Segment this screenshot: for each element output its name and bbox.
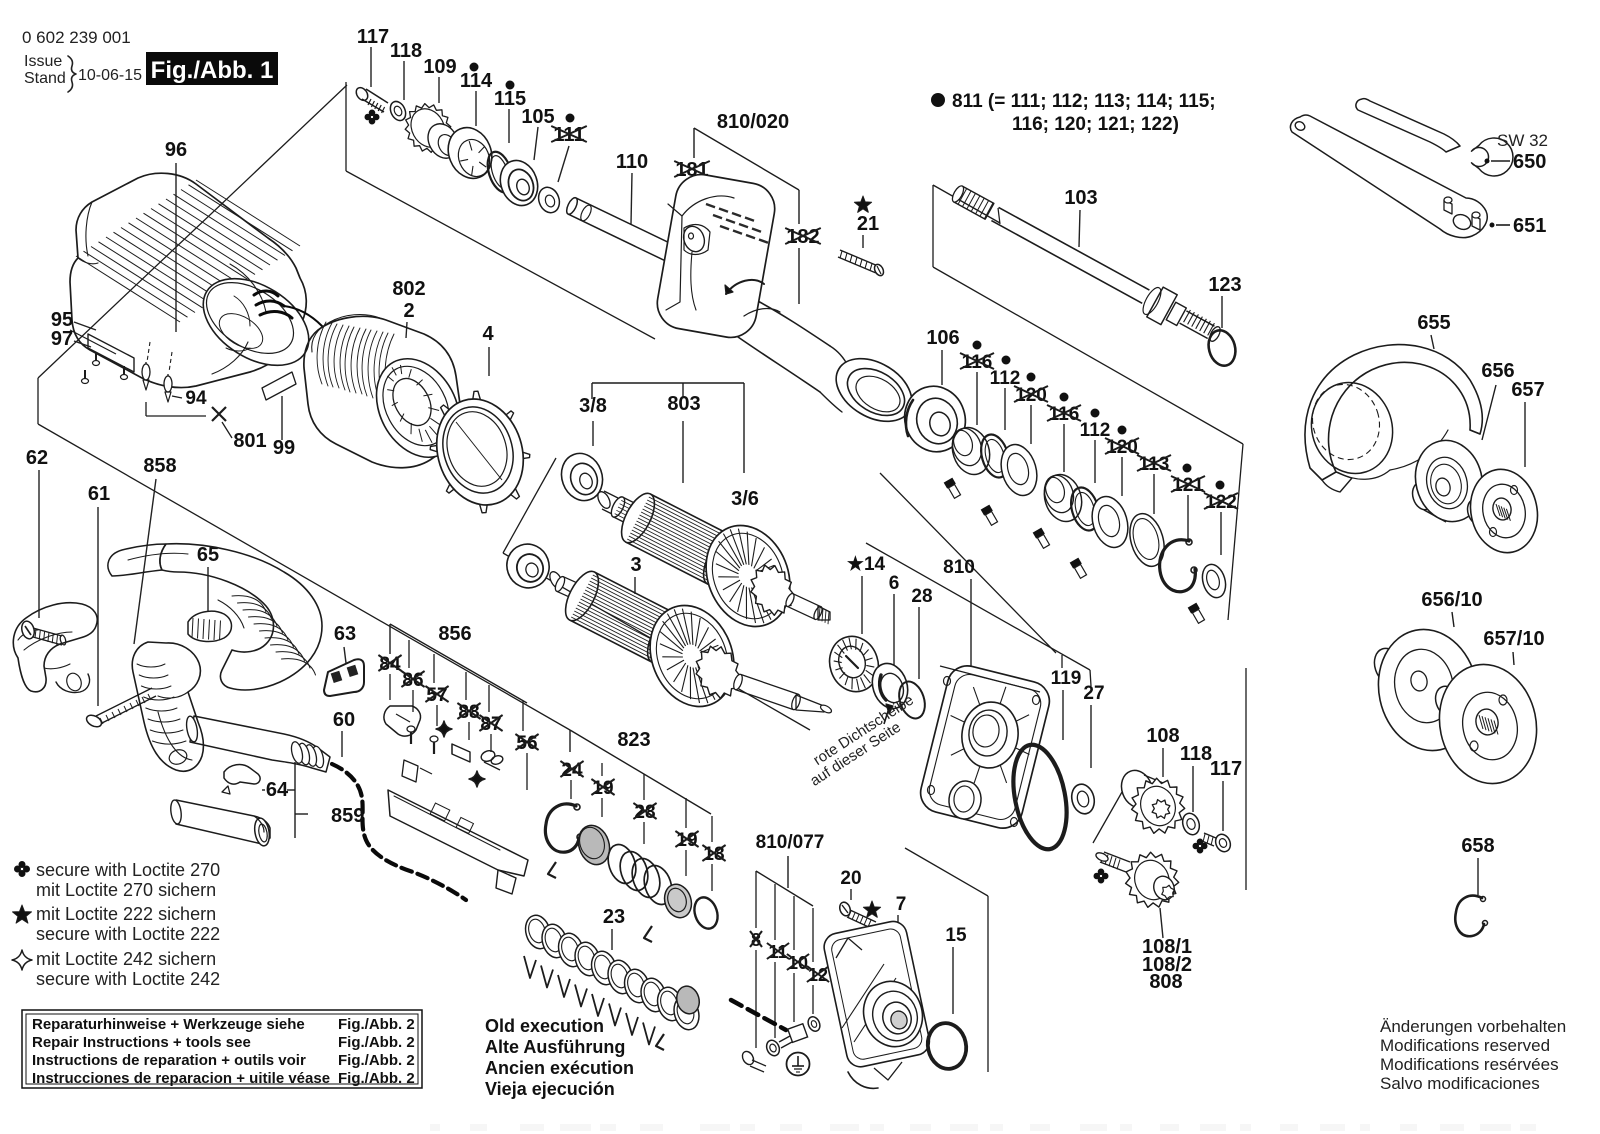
svg-text:823: 823 [617, 729, 650, 751]
svg-text:108: 108 [1146, 725, 1179, 747]
svg-text:657/10: 657/10 [1483, 628, 1544, 650]
svg-text:810/077: 810/077 [756, 832, 825, 853]
svg-text:116; 120; 121; 122): 116; 120; 121; 122) [1012, 114, 1179, 135]
svg-text:858: 858 [143, 455, 176, 477]
svg-text:62: 62 [26, 447, 48, 469]
svg-text:810/020: 810/020 [717, 111, 789, 133]
svg-text:117: 117 [1210, 758, 1242, 780]
svg-text:secure with Loctite 222: secure with Loctite 222 [36, 924, 220, 944]
svg-text:656: 656 [1481, 360, 1514, 382]
svg-text:3/8: 3/8 [579, 395, 607, 417]
svg-text:Reparaturhinweise + Werkzeuge: Reparaturhinweise + Werkzeuge siehe [32, 1016, 305, 1033]
svg-text:Vieja ejecución: Vieja ejecución [485, 1079, 615, 1099]
svg-text:Instrucciones de reparacion +: Instrucciones de reparacion + uitile véa… [32, 1070, 330, 1087]
svg-text:4: 4 [482, 323, 494, 345]
svg-text:802: 802 [392, 278, 425, 300]
svg-text:10-06-15: 10-06-15 [78, 67, 142, 84]
svg-text:28: 28 [911, 586, 932, 607]
svg-text:3/6: 3/6 [731, 488, 759, 510]
svg-text:Stand: Stand [24, 70, 66, 87]
svg-text:114: 114 [460, 70, 493, 92]
svg-text:Modifications reserved: Modifications reserved [1380, 1036, 1550, 1055]
svg-text:Issue: Issue [24, 53, 62, 70]
svg-text:6: 6 [889, 573, 900, 594]
svg-text:651: 651 [1513, 215, 1546, 237]
svg-text:★14: ★14 [847, 554, 886, 575]
svg-text:secure with Loctite 242: secure with Loctite 242 [36, 969, 220, 989]
svg-text:658: 658 [1461, 835, 1494, 857]
svg-text:112: 112 [990, 368, 1021, 389]
svg-text:61: 61 [88, 483, 110, 505]
svg-text:mit Loctite 222 sichern: mit Loctite 222 sichern [36, 904, 216, 924]
svg-text:118: 118 [390, 40, 422, 62]
svg-text:Salvo modificaciones: Salvo modificaciones [1380, 1074, 1540, 1093]
svg-text:63: 63 [334, 623, 356, 645]
svg-text:Fig./Abb. 2: Fig./Abb. 2 [338, 1070, 415, 1087]
svg-text:657: 657 [1511, 379, 1544, 401]
svg-text:123: 123 [1208, 274, 1241, 296]
svg-text:Alte Ausführung: Alte Ausführung [485, 1037, 625, 1057]
svg-text:656/10: 656/10 [1421, 589, 1482, 611]
svg-text:801: 801 [233, 430, 266, 452]
svg-text:Fig./Abb. 2: Fig./Abb. 2 [338, 1034, 415, 1051]
svg-text:117: 117 [357, 26, 389, 48]
svg-text:109: 109 [423, 56, 456, 78]
svg-text:secure with Loctite 270: secure with Loctite 270 [36, 860, 220, 880]
svg-text:Old execution: Old execution [485, 1016, 604, 1036]
svg-text:96: 96 [165, 139, 187, 161]
svg-text:650: 650 [1513, 151, 1546, 173]
svg-text:95: 95 [51, 309, 73, 331]
svg-text:811 (= 111; 112; 113; 114; 115: 811 (= 111; 112; 113; 114; 115; [952, 91, 1216, 112]
svg-text:94: 94 [185, 388, 207, 409]
svg-text:Repair Instructions + tools se: Repair Instructions + tools see [32, 1034, 251, 1051]
svg-text:803: 803 [667, 393, 700, 415]
svg-text:0 602 239 001: 0 602 239 001 [22, 28, 131, 47]
svg-text:Fig./Abb. 1: Fig./Abb. 1 [151, 57, 274, 84]
svg-text:Instructions de reparation + o: Instructions de reparation + outils voir [32, 1052, 306, 1069]
svg-text:108/2: 108/2 [1142, 954, 1192, 976]
svg-text:SW 32: SW 32 [1497, 131, 1548, 150]
svg-text:65: 65 [197, 544, 219, 566]
svg-text:mit Loctite 242 sichern: mit Loctite 242 sichern [36, 949, 216, 969]
svg-text:Änderungen vorbehalten: Änderungen vorbehalten [1380, 1017, 1566, 1036]
svg-text:115: 115 [494, 88, 526, 110]
svg-text:21: 21 [857, 213, 879, 235]
svg-text:mit Loctite 270 sichern: mit Loctite 270 sichern [36, 880, 216, 900]
svg-text:119: 119 [1051, 668, 1082, 689]
svg-text:64: 64 [266, 779, 289, 801]
svg-text:15: 15 [945, 925, 967, 946]
svg-text:106: 106 [926, 327, 959, 349]
svg-text:118: 118 [1180, 743, 1212, 765]
svg-text:60: 60 [333, 709, 355, 731]
svg-text:655: 655 [1417, 312, 1450, 334]
svg-text:Fig./Abb. 2: Fig./Abb. 2 [338, 1052, 415, 1069]
svg-text:2: 2 [403, 300, 414, 322]
svg-text:110: 110 [616, 151, 648, 173]
svg-text:808: 808 [1149, 971, 1182, 993]
svg-text:Ancien exécution: Ancien exécution [485, 1058, 634, 1078]
svg-text:856: 856 [438, 623, 471, 645]
svg-text:105: 105 [521, 106, 554, 128]
svg-text:859: 859 [331, 805, 364, 827]
svg-text:20: 20 [840, 868, 861, 889]
svg-text:7: 7 [896, 894, 907, 915]
svg-text:3: 3 [630, 554, 641, 576]
svg-text:810: 810 [943, 557, 975, 578]
svg-text:99: 99 [273, 437, 295, 459]
svg-text:27: 27 [1083, 683, 1104, 704]
svg-text:23: 23 [603, 906, 625, 928]
svg-text:103: 103 [1064, 187, 1097, 209]
svg-text:Modifications resérvées: Modifications resérvées [1380, 1055, 1559, 1074]
svg-text:108/1: 108/1 [1142, 936, 1192, 958]
svg-text:Fig./Abb. 2: Fig./Abb. 2 [338, 1016, 415, 1033]
svg-text:97: 97 [51, 328, 73, 350]
svg-text:112: 112 [1080, 420, 1111, 441]
